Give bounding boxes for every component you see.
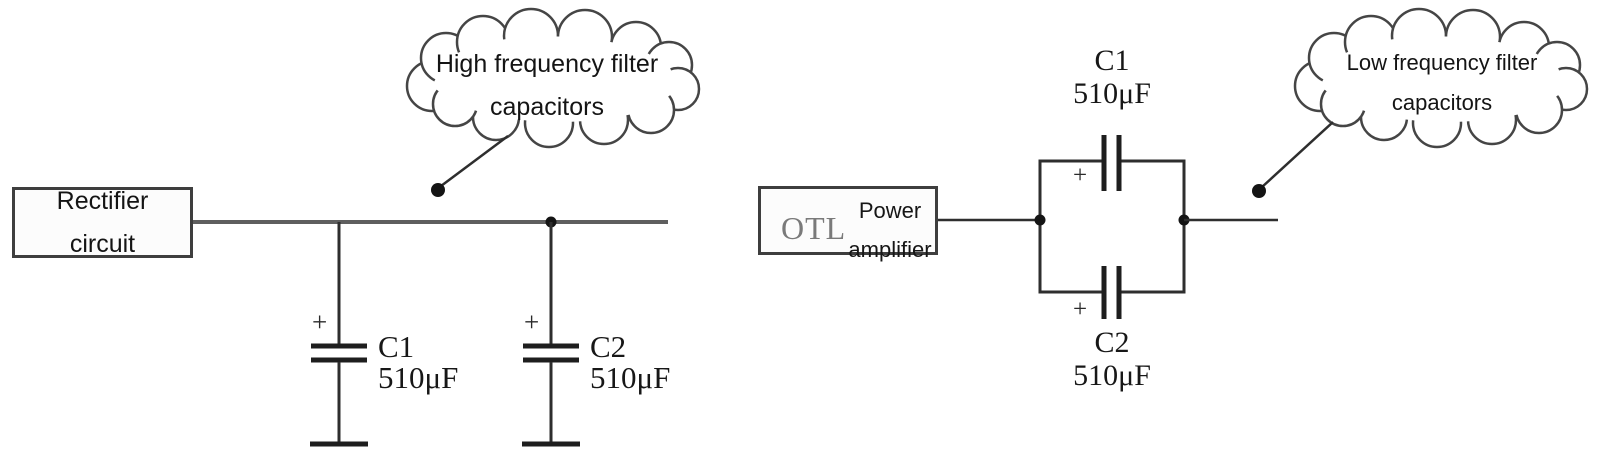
- right-c1-polarity-plus: +: [1073, 162, 1088, 189]
- rectifier-circuit-box: Rectifier circuit: [12, 187, 193, 258]
- otl-box-line2: amplifier: [848, 237, 932, 262]
- left-cloud-text-line2: capacitors: [490, 93, 604, 121]
- right-cloud-text-line1: Low frequency filter: [1346, 50, 1538, 75]
- otl-box-text: Power amplifier: [843, 191, 937, 269]
- left-c1-polarity-plus: +: [312, 307, 328, 337]
- right-cloud-bubble: [1293, 7, 1589, 149]
- right-c2-ref: C2: [1094, 326, 1130, 359]
- right-c1-value: 510μF: [1073, 77, 1151, 110]
- right-junction-dot-left: [1034, 214, 1046, 226]
- rectifier-box-line1: Rectifier: [56, 186, 149, 215]
- right-cloud-pointer-dot: [1252, 184, 1266, 198]
- right-cloud-pointer-line: [1261, 121, 1334, 188]
- left-c2-value: 510μF: [590, 360, 671, 395]
- left-c2-ref: C2: [590, 329, 627, 364]
- right-cloud-text-line2: capacitors: [1391, 90, 1493, 115]
- rectifier-box-line2: circuit: [69, 229, 136, 258]
- otl-amplifier-box: OTL Power amplifier: [758, 186, 938, 262]
- left-c1-value: 510μF: [378, 360, 459, 395]
- left-cloud-text-line1: High frequency filter: [435, 50, 659, 78]
- otl-box-name: OTL: [781, 210, 847, 246]
- left-cloud-pointer-line: [440, 134, 509, 188]
- right-c1-ref: C1: [1094, 44, 1130, 77]
- otl-box-line1: Power: [858, 198, 922, 223]
- left-cloud-pointer-dot: [431, 183, 445, 197]
- right-c2-polarity-plus: +: [1073, 296, 1088, 323]
- left-c2-polarity-plus: +: [524, 307, 540, 337]
- right-c2-value: 510μF: [1073, 359, 1151, 392]
- left-c1-ref: C1: [378, 329, 415, 364]
